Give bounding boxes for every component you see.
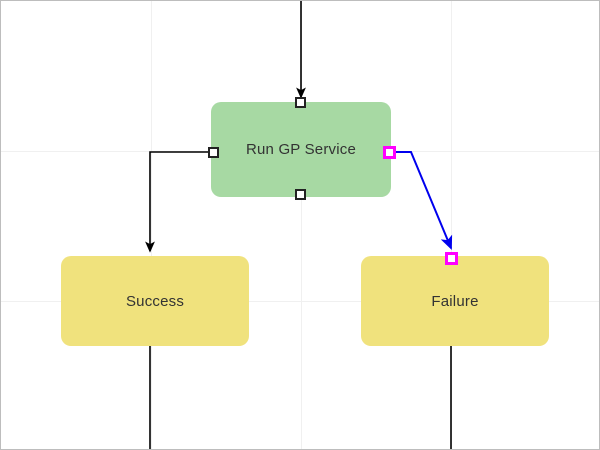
edge-run-gp-service-to-failure[interactable]	[393, 151, 453, 250]
port-run-gp-service-bottom[interactable]	[295, 189, 306, 200]
port-failure-top[interactable]	[445, 252, 458, 265]
port-run-gp-service-left[interactable]	[208, 147, 219, 158]
port-run-gp-service-top[interactable]	[295, 97, 306, 108]
port-run-gp-service-right[interactable]	[383, 146, 396, 159]
edge-run-gp-service-to-success[interactable]	[145, 151, 211, 253]
